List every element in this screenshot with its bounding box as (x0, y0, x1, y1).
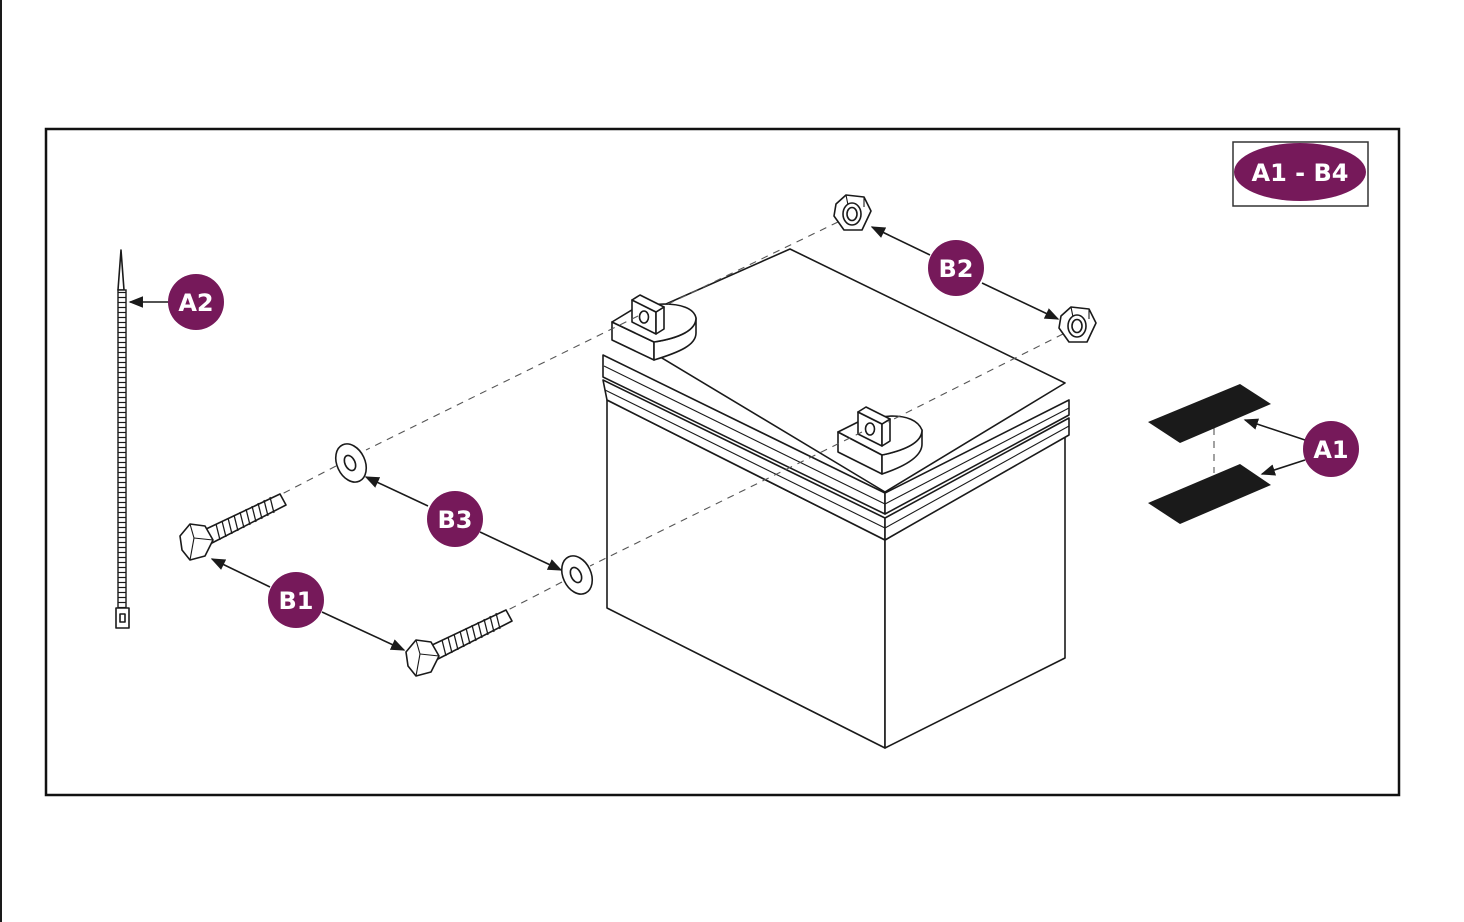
callout-a2: A2 (168, 274, 224, 330)
diagram-frame (44, 127, 1401, 797)
hex-nut-lower (1058, 306, 1097, 343)
washer-upper (334, 443, 368, 483)
callout-arrows (128, 226, 1306, 651)
hex-nut-upper (833, 194, 872, 231)
battery-lid-rim-side (884, 399, 1070, 515)
callout-b2-label: B2 (939, 255, 974, 283)
cable-tie (115, 249, 130, 629)
battery-lid-band-side (884, 417, 1070, 541)
kit-badge-ellipse (1234, 143, 1366, 201)
callout-b1-label: B1 (279, 587, 314, 615)
hex-bolt-upper (179, 493, 287, 561)
battery-terminal-right (837, 406, 923, 475)
battery-top (611, 248, 1066, 493)
battery-terminal-left (611, 294, 697, 361)
velcro-pad-upper (1148, 384, 1271, 443)
callout-a1: A1 (1303, 421, 1359, 477)
hex-bolt-lower (405, 609, 513, 677)
velcro-pads (1148, 384, 1271, 524)
callout-a1-label: A1 (1313, 436, 1348, 464)
washer-lower (560, 555, 594, 595)
battery (602, 248, 1070, 749)
callout-b1: B1 (268, 572, 324, 628)
velcro-pad-lower (1148, 464, 1271, 524)
kit-badge: A1 - B4 (1232, 141, 1369, 207)
callout-b2: B2 (928, 240, 984, 296)
assembly-guide-lines (281, 221, 1215, 611)
kit-badge-text: A1 - B4 (1252, 159, 1349, 187)
callout-b3-label: B3 (438, 506, 473, 534)
callout-b3: B3 (427, 491, 483, 547)
callout-a2-label: A2 (178, 289, 213, 317)
